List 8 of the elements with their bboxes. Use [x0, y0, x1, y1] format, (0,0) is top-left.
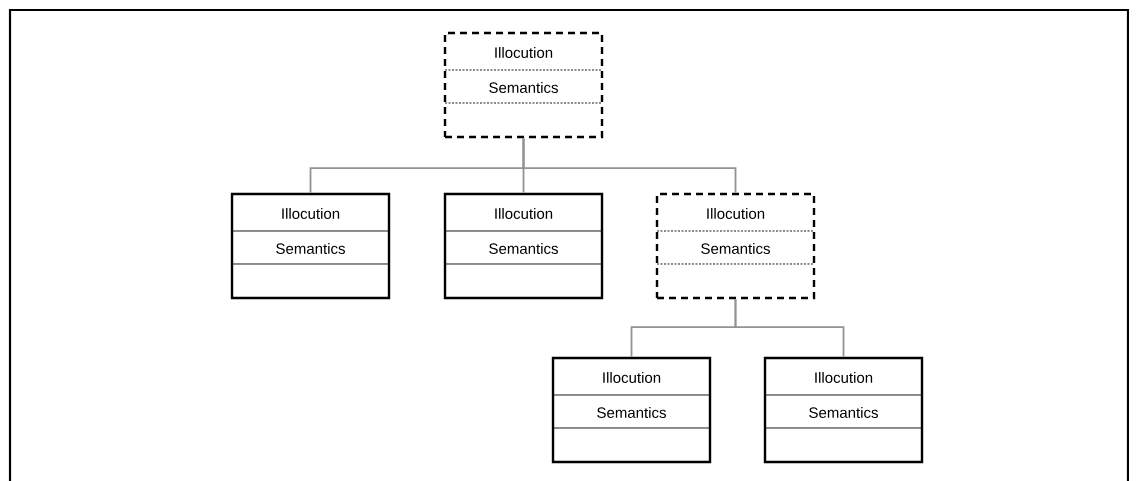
record-box: Illocution Semantics [763, 356, 924, 464]
record-box: Illocution Semantics [551, 356, 712, 464]
dashed-box: Illocution Semantics [443, 31, 604, 139]
record-box: Illocution Semantics [230, 192, 391, 300]
record-box: Illocution Semantics [443, 192, 604, 300]
tree-connector [522, 137, 737, 194]
tree-connector [734, 298, 845, 358]
dashed-box: Illocution Semantics [655, 192, 816, 300]
